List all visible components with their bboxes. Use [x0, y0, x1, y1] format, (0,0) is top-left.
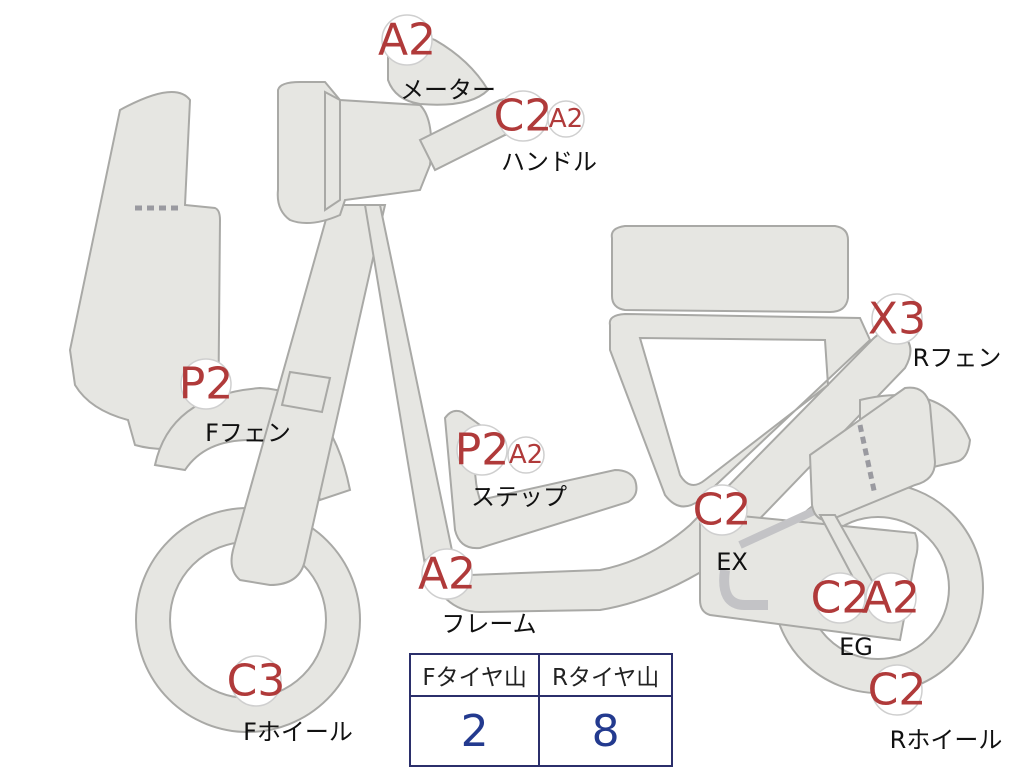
svg-text:A2: A2 [509, 440, 543, 470]
label-meter: メーター [400, 76, 496, 104]
header-front-tire: Fタイヤ山 [408, 653, 541, 697]
svg-text:A2: A2 [378, 15, 436, 66]
badge-step-2[interactable]: A2 [507, 436, 545, 474]
label-r-wheel: Rホイール [890, 726, 1003, 754]
label-frame: フレーム [441, 610, 536, 638]
seat-frame [608, 312, 872, 508]
value-rear-tire: 8 [538, 695, 673, 767]
headlight [276, 81, 433, 225]
label-r-fender: Rフェン [913, 344, 1002, 372]
exhaust [719, 569, 768, 610]
badge-f-fender[interactable]: P2 [179, 358, 234, 410]
label-f-wheel: Fホイール [243, 718, 353, 746]
svg-text:A2: A2 [862, 573, 920, 624]
badge-frame[interactable]: A2 [418, 548, 476, 600]
badge-r-fender[interactable]: X3 [868, 293, 926, 345]
label-step: ステップ [471, 483, 567, 511]
svg-text:C3: C3 [227, 656, 286, 707]
svg-text:P2: P2 [179, 359, 234, 410]
badge-ex[interactable]: C2 [693, 484, 752, 536]
svg-text:C2: C2 [693, 485, 752, 536]
value-front-tire: 2 [408, 695, 541, 767]
badge-handle-1[interactable]: C2 [494, 90, 553, 142]
seat [610, 225, 849, 314]
down-tube [363, 204, 457, 566]
tire-depth-table: Fタイヤ山 Rタイヤ山 2 8 [408, 653, 673, 767]
grade-badges: A2 C2 A2 P2 P2 A2 A2 C3 [179, 14, 927, 716]
scooter-body [68, 34, 984, 733]
badge-handle-2[interactable]: A2 [547, 100, 585, 138]
label-handle: ハンドル [501, 148, 597, 176]
label-f-fender: Fフェン [205, 419, 291, 447]
part-labels: メーター ハンドル Fフェン ステップ フレーム Fホイール Rフェン EX E… [205, 76, 1002, 754]
badge-eg-2[interactable]: A2 [862, 572, 920, 624]
label-eg: EG [839, 633, 873, 661]
svg-text:C2: C2 [868, 665, 927, 716]
svg-text:P2: P2 [455, 425, 510, 476]
svg-text:A2: A2 [549, 104, 583, 134]
badge-f-wheel[interactable]: C3 [227, 655, 286, 707]
header-rear-tire: Rタイヤ山 [538, 653, 673, 697]
badge-step-1[interactable]: P2 [455, 424, 510, 476]
svg-text:C2: C2 [811, 573, 870, 624]
svg-text:X3: X3 [868, 294, 926, 345]
svg-text:A2: A2 [418, 549, 476, 600]
rear-box [808, 386, 937, 522]
svg-text:C2: C2 [494, 91, 553, 142]
badge-r-wheel[interactable]: C2 [868, 664, 927, 716]
step-board [443, 409, 638, 550]
label-ex: EX [716, 548, 748, 576]
badge-meter[interactable]: A2 [378, 14, 436, 66]
badge-eg-1[interactable]: C2 [811, 572, 870, 624]
